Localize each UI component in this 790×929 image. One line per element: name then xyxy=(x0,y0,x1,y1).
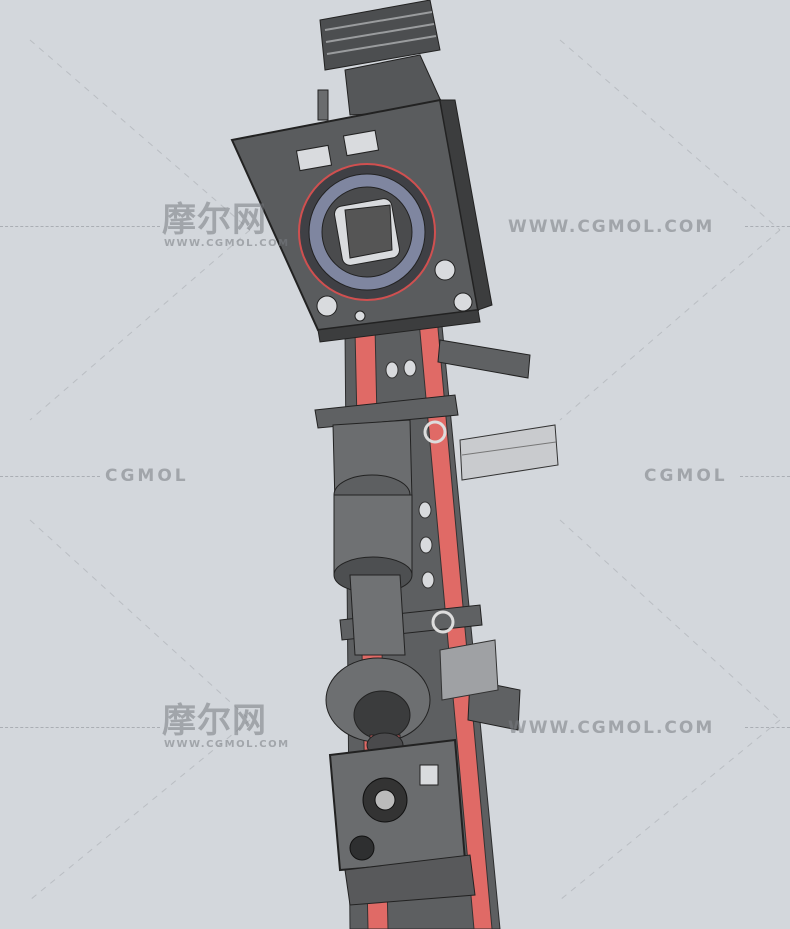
watermark-logo-cn: 摩尔网 xyxy=(162,200,267,240)
watermark-logo-cn: 摩尔网 xyxy=(162,701,267,741)
gearbox-housing xyxy=(332,419,413,656)
watermark-short: CGMOL xyxy=(644,466,728,486)
watermark-crosshatch xyxy=(29,39,781,901)
watermark-url-small: WWW.CGMOL.COM xyxy=(164,238,290,249)
main-plate xyxy=(230,98,493,343)
watermark-dash xyxy=(0,476,100,477)
top-fan-assembly xyxy=(317,0,446,121)
pneumatic-cylinder-upper xyxy=(423,420,559,481)
watermark-dash xyxy=(745,226,790,227)
watermark-dash xyxy=(0,226,160,227)
watermark-dash xyxy=(740,476,790,477)
pneumatic-cylinder-lower xyxy=(431,610,499,701)
watermark-url-small: WWW.CGMOL.COM xyxy=(164,739,290,750)
watermark-url: WWW.CGMOL.COM xyxy=(508,718,715,738)
watermark-short: CGMOL xyxy=(105,466,189,486)
watermark-dash xyxy=(0,727,160,728)
watermark-url: WWW.CGMOL.COM xyxy=(508,217,715,237)
watermark-dash xyxy=(745,727,790,728)
motor-box xyxy=(328,738,476,906)
